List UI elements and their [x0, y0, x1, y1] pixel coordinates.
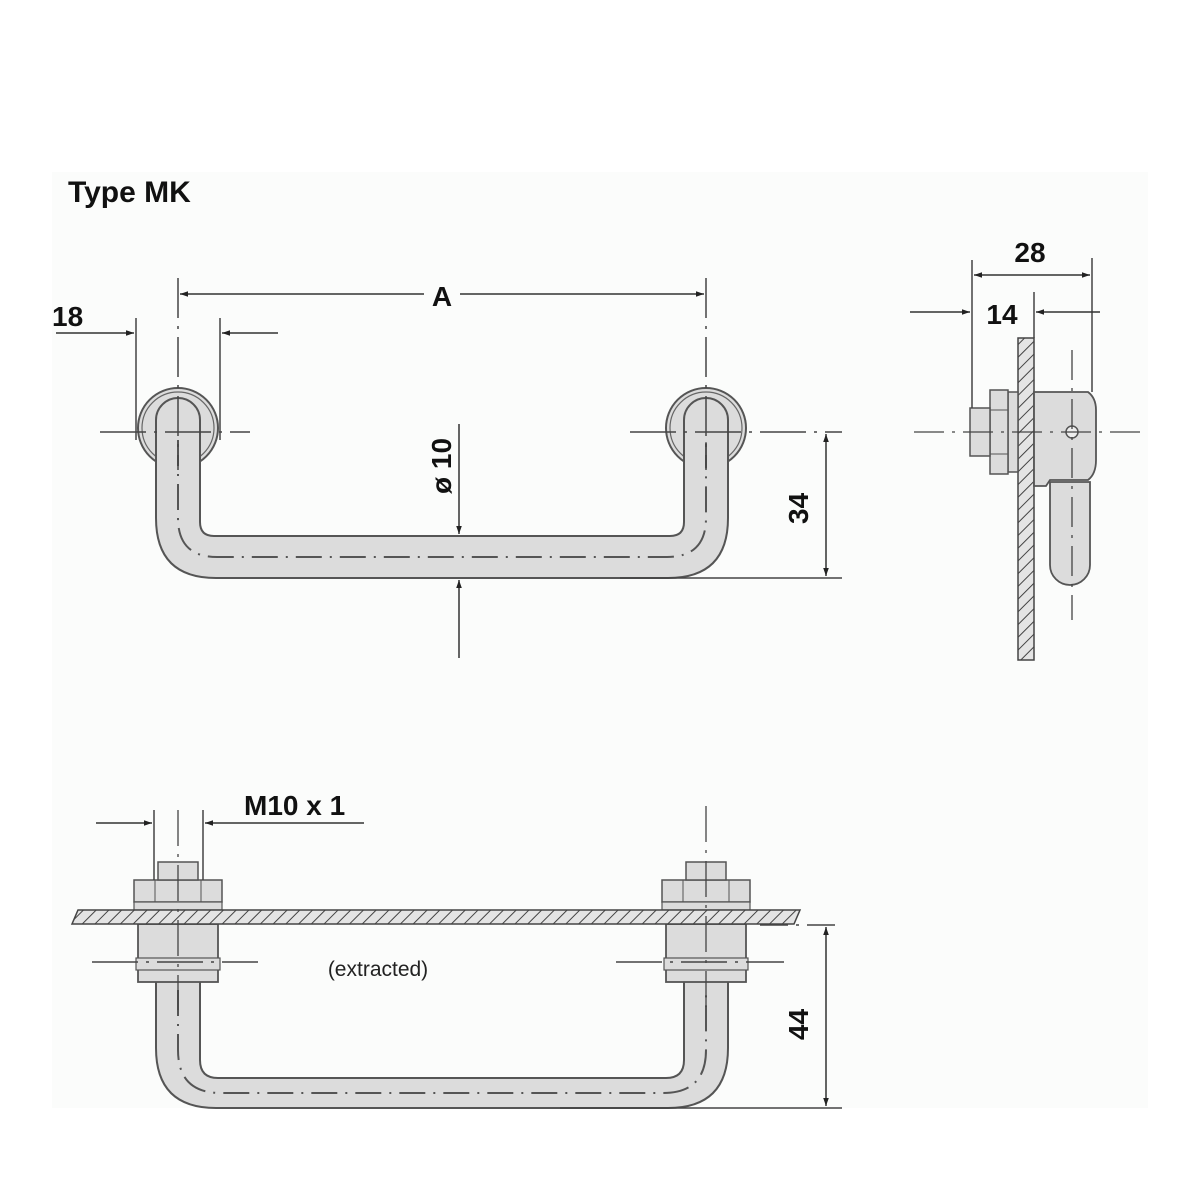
dim-28-label: 28: [1014, 237, 1045, 268]
side-handle-leg: [1049, 481, 1091, 586]
drawing-title: Type MK: [68, 176, 191, 209]
thread-label: M10 x 1: [244, 790, 345, 821]
dim-34-label: 34: [783, 492, 814, 524]
drawing-panel: [52, 172, 1148, 1108]
front-view: A 18 ø 10 34: [52, 278, 842, 658]
installed-mounting-plate: [70, 909, 802, 925]
dim-18-label: 18: [52, 301, 83, 332]
side-bearing-block: [1033, 391, 1097, 487]
extracted-note: (extracted): [328, 958, 428, 981]
dim-a-label: A: [432, 281, 452, 312]
installed-handle-tube: [155, 979, 729, 1109]
mounting-plate: [1017, 337, 1035, 661]
dim-44-label: 44: [783, 1008, 814, 1040]
installed-view: M10 x 1 (extracted) 44: [70, 790, 842, 1109]
dim-diameter-label: ø 10: [426, 438, 457, 494]
side-view: 28 14: [910, 237, 1148, 661]
dim-14-label: 14: [986, 299, 1018, 330]
